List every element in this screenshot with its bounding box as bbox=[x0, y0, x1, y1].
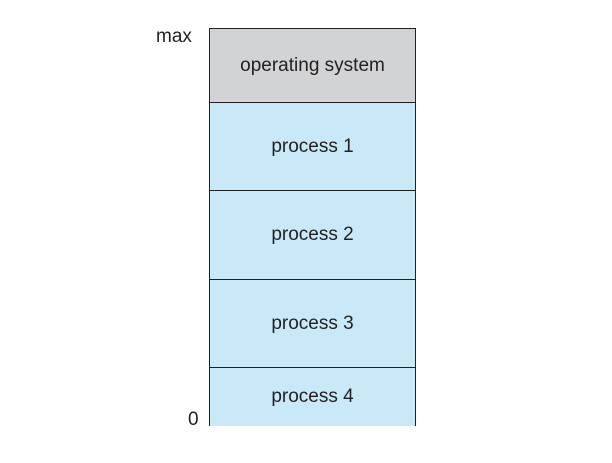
process-2-segment: process 2 bbox=[210, 191, 415, 280]
process-3-segment: process 3 bbox=[210, 280, 415, 368]
zero-address-label: 0 bbox=[188, 409, 199, 430]
operating-system-segment: operating system bbox=[210, 29, 415, 103]
process-1-segment: process 1 bbox=[210, 103, 415, 191]
memory-layout: operating system process 1 process 2 pro… bbox=[209, 28, 416, 426]
max-address-label: max bbox=[156, 26, 192, 47]
process-4-segment: process 4 bbox=[210, 368, 415, 426]
